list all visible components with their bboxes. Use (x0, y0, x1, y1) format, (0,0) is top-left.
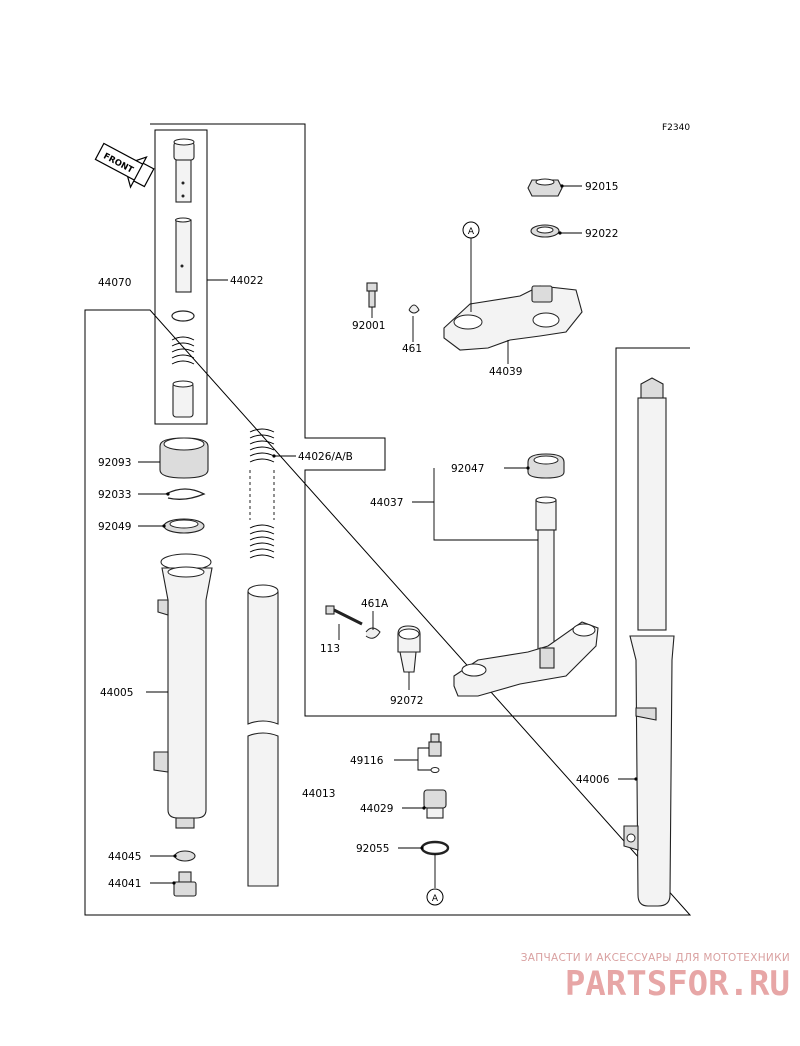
label-92072: 92072 (390, 695, 423, 707)
inner-tube-part (247, 584, 279, 887)
watermark-brand: PARTSFOR.RU (564, 964, 790, 1004)
oil-seal-part (163, 518, 205, 534)
bearing-part (527, 453, 565, 479)
gasket-part (174, 850, 196, 862)
label-113: 113 (320, 643, 340, 655)
cable-clamp-part (397, 625, 421, 673)
label-92093: 92093 (98, 457, 131, 469)
air-valve-part (428, 733, 442, 773)
label-44039: 44039 (489, 366, 522, 378)
label-92033: 92033 (98, 489, 131, 501)
complete-fork-part (623, 377, 675, 907)
label-92022: 92022 (585, 228, 618, 240)
label-44013: 44013 (302, 788, 335, 800)
stem-bolt-part (325, 605, 363, 626)
label-92015: 92015 (585, 181, 618, 193)
label-44022: 44022 (230, 275, 263, 287)
upper-bracket-part (443, 285, 583, 351)
fork-spring-part (249, 428, 275, 559)
watermark-tagline: ЗАПЧАСТИ И АКСЕССУАРЫ ДЛЯ МОТОТЕХНИКИ (520, 952, 790, 964)
front-arrow-icon: FRONT (94, 142, 155, 189)
reference-mark-top-label: A (468, 227, 475, 237)
outer-tube-part (153, 553, 213, 829)
nut-part (527, 178, 563, 197)
figure-code: F2340 (662, 123, 690, 133)
label-44070: 44070 (98, 277, 131, 289)
label-44045: 44045 (108, 851, 141, 863)
label-461: 461 (402, 343, 422, 355)
clamp-bolt-part (366, 282, 378, 308)
damper-rod-part (173, 138, 195, 293)
label-44041: 44041 (108, 878, 141, 890)
label-461A: 461A (361, 598, 389, 610)
label-92047: 92047 (451, 463, 484, 475)
lock-washer-part (408, 304, 420, 314)
oil-lock-piece-part (172, 380, 194, 418)
label-44029: 44029 (360, 803, 393, 815)
o-ring-part (420, 840, 450, 856)
stopper-ring-part (165, 488, 206, 500)
label-49116: 49116 (350, 755, 384, 767)
part-labels: 44070 44022 92093 92033 92049 44026/A/B … (98, 181, 618, 890)
label-44026: 44026/A/B (298, 451, 353, 463)
label-92055: 92055 (356, 843, 389, 855)
stem-lock-washer-part (365, 627, 381, 639)
reference-mark-bottom: A (426, 888, 444, 906)
label-44005: 44005 (100, 687, 133, 699)
reference-mark-bottom-label: A (432, 894, 439, 904)
label-44037: 44037 (370, 497, 403, 509)
dust-seal-part (159, 437, 209, 479)
rebound-spring-part (171, 310, 195, 365)
steering-stem-part (453, 496, 599, 697)
cartridge-box (154, 129, 208, 425)
allen-bolt-part (173, 871, 197, 897)
outer-frame (84, 123, 692, 916)
leader-lines (138, 184, 638, 888)
reference-mark-top: A (462, 221, 480, 239)
label-92049: 92049 (98, 521, 131, 533)
label-92001: 92001 (352, 320, 385, 332)
fork-cap-part (423, 789, 447, 819)
label-44006: 44006 (576, 774, 610, 786)
